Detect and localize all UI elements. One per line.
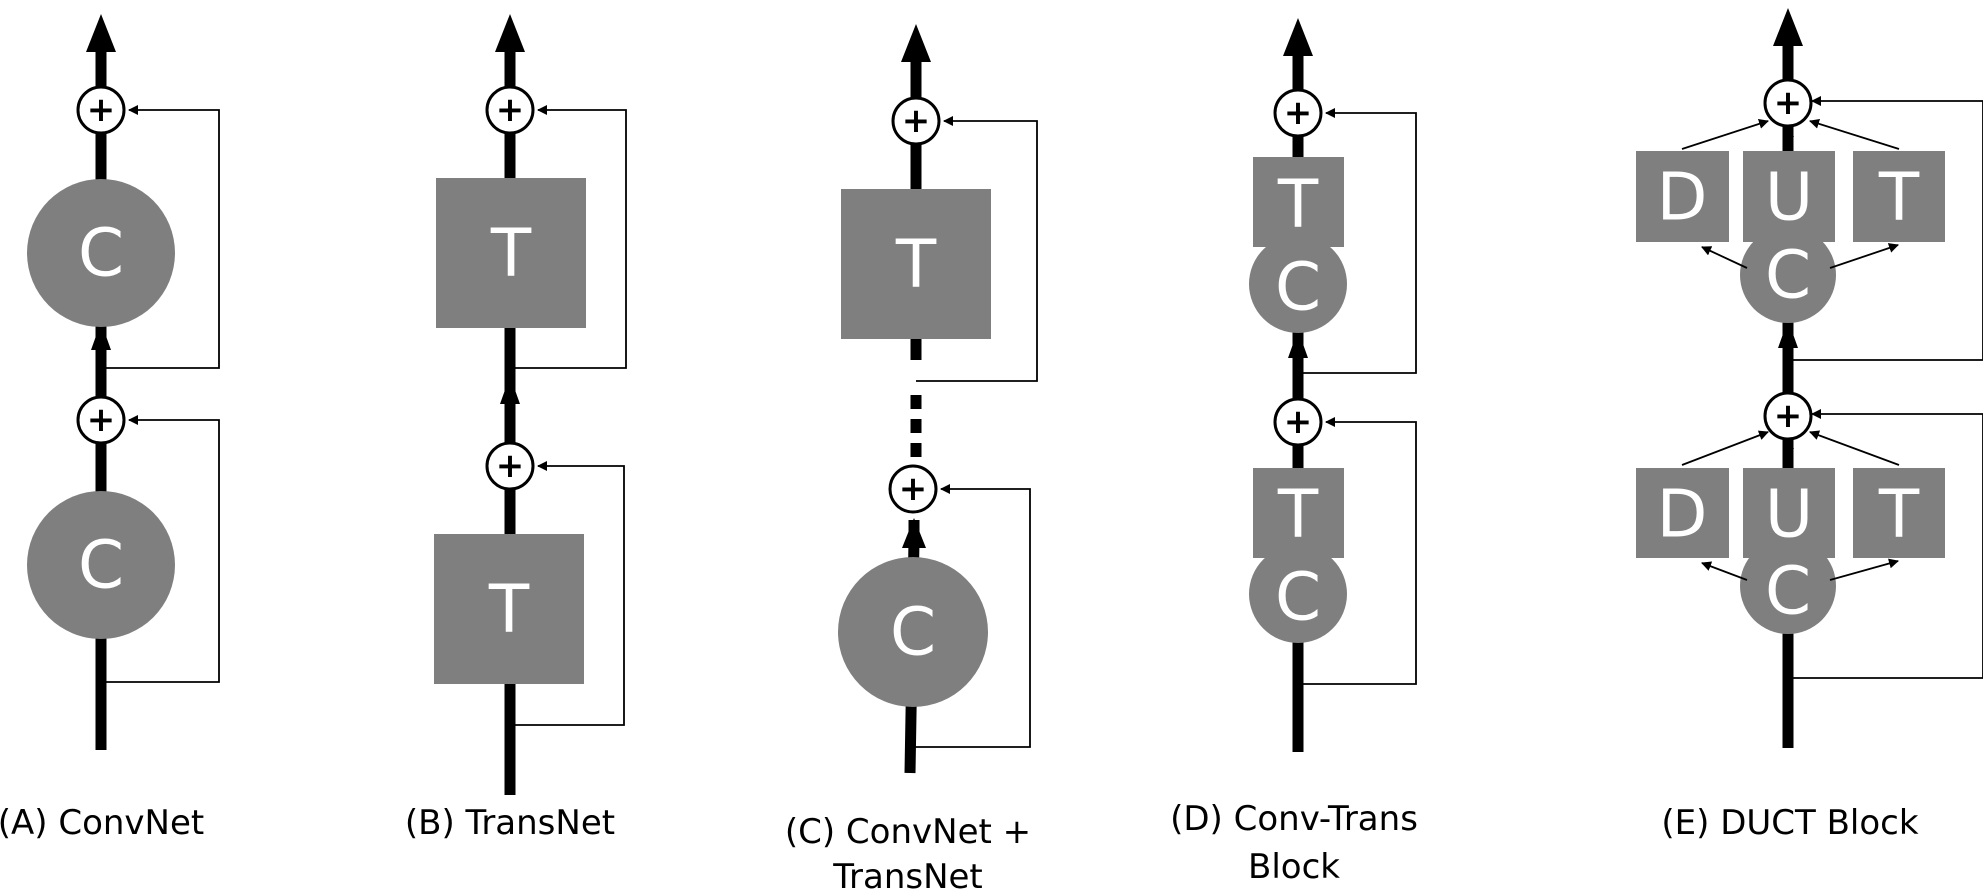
sum-node <box>1273 397 1323 447</box>
flow-arrow-icon <box>500 376 520 404</box>
upsample-block <box>1743 468 1835 558</box>
merge-arrow <box>1681 119 1769 150</box>
skip-connection <box>510 105 627 369</box>
trans-block-label: T <box>490 215 532 292</box>
sum-sign: + <box>902 101 931 141</box>
sum-node <box>1763 391 1813 441</box>
skip-connection <box>911 484 1031 748</box>
sum-node <box>891 96 941 146</box>
sum-sign: + <box>496 90 525 130</box>
conv-block <box>27 179 175 327</box>
trans-block <box>1853 468 1945 558</box>
trans-block <box>1853 151 1945 242</box>
sum-sign: + <box>496 446 525 486</box>
output-arrow-icon <box>901 24 931 62</box>
output-arrow-icon <box>86 14 116 52</box>
flow-arrow-icon <box>91 322 111 350</box>
conv-block <box>1740 227 1836 323</box>
caption-a: (A) ConvNet <box>0 803 204 843</box>
branch-arrow <box>1829 558 1899 581</box>
conv-block-label: C <box>78 527 124 604</box>
upsample-block-label: U <box>1765 159 1813 236</box>
skip-connection <box>1298 417 1417 685</box>
trans-block <box>436 178 586 328</box>
trans-block-label: T <box>1277 166 1319 243</box>
sum-sign: + <box>1284 93 1313 133</box>
trans-block-label: T <box>488 571 530 648</box>
trans-block <box>1253 157 1344 247</box>
conv-block-label: C <box>890 594 936 671</box>
merge-arrow <box>1809 430 1900 466</box>
flow-arrow-icon <box>1778 320 1798 348</box>
branch-arrow <box>1829 243 1899 269</box>
caption-e: (E) DUCT Block <box>1661 803 1918 843</box>
sum-node <box>485 85 535 135</box>
trans-block-label: T <box>895 226 937 303</box>
sum-sign: + <box>899 469 928 509</box>
upsample-block <box>1743 151 1835 242</box>
sum-node <box>888 464 938 514</box>
sum-sign: + <box>1774 83 1803 123</box>
sum-sign: + <box>87 400 116 440</box>
sum-sign: + <box>1284 402 1313 442</box>
skip-connection <box>1788 96 1983 361</box>
sum-sign: + <box>1774 396 1803 436</box>
conv-block <box>1740 538 1836 634</box>
flow-arrow-icon <box>1288 330 1308 358</box>
panel-c-convnet-transnet: T C + + (C) ConvNet + TransNet <box>785 24 1038 892</box>
dilated-block <box>1636 468 1729 558</box>
skip-connection <box>916 116 1038 382</box>
caption-d-line2: Block <box>1248 847 1340 887</box>
trans-block-label: T <box>1878 476 1920 553</box>
branch-arrow <box>1701 246 1748 269</box>
panel-e-duct-block: D U T C D U T C + + (E) DUCT Block <box>1636 8 1983 843</box>
trans-block <box>841 189 991 339</box>
sum-sign: + <box>87 90 116 130</box>
trans-block-label: T <box>1878 159 1920 236</box>
skip-connection <box>101 105 220 369</box>
trans-block <box>434 534 584 684</box>
caption-c-line1: (C) ConvNet + <box>785 812 1031 852</box>
conv-block-label: C <box>1275 249 1321 326</box>
flow-arrow-icon <box>902 518 926 548</box>
skip-connection <box>510 461 625 726</box>
skip-connection <box>101 415 220 683</box>
conv-block <box>27 491 175 639</box>
sum-node <box>76 395 126 445</box>
sum-node <box>1763 78 1813 128</box>
caption-d-line1: (D) Conv-Trans <box>1170 799 1418 839</box>
dilated-block-label: D <box>1657 159 1708 236</box>
panel-b-transnet: T T + + (B) TransNet <box>405 14 627 843</box>
sum-node <box>1273 88 1323 138</box>
conv-block <box>838 557 988 707</box>
dilated-block-label: D <box>1657 476 1708 553</box>
panel-d-conv-trans-block: T C T C + + (D) Conv-Trans Block <box>1170 18 1418 887</box>
branch-arrow <box>1701 561 1748 581</box>
skip-connection <box>1298 108 1417 374</box>
output-arrow-icon <box>1773 8 1803 46</box>
caption-b: (B) TransNet <box>405 803 615 843</box>
caption-c-line2: TransNet <box>832 857 983 892</box>
merge-arrow <box>1681 430 1769 466</box>
upsample-block-label: U <box>1765 476 1813 553</box>
sum-node <box>76 85 126 135</box>
trans-block-label: T <box>1277 476 1319 553</box>
trans-block <box>1253 468 1344 558</box>
output-arrow-icon <box>495 14 525 52</box>
merge-arrow <box>1809 118 1900 150</box>
skip-connection <box>1788 409 1983 679</box>
conv-block-label: C <box>1765 553 1811 630</box>
output-arrow-icon <box>1283 18 1313 56</box>
conv-block <box>1249 235 1347 333</box>
dilated-block <box>1636 151 1729 242</box>
conv-block-label: C <box>1765 237 1811 314</box>
conv-block-label: C <box>1275 559 1321 636</box>
panel-a-convnet: C C + + (A) ConvNet <box>0 14 220 843</box>
conv-block-label: C <box>78 215 124 292</box>
conv-block <box>1249 545 1347 643</box>
sum-node <box>485 441 535 491</box>
